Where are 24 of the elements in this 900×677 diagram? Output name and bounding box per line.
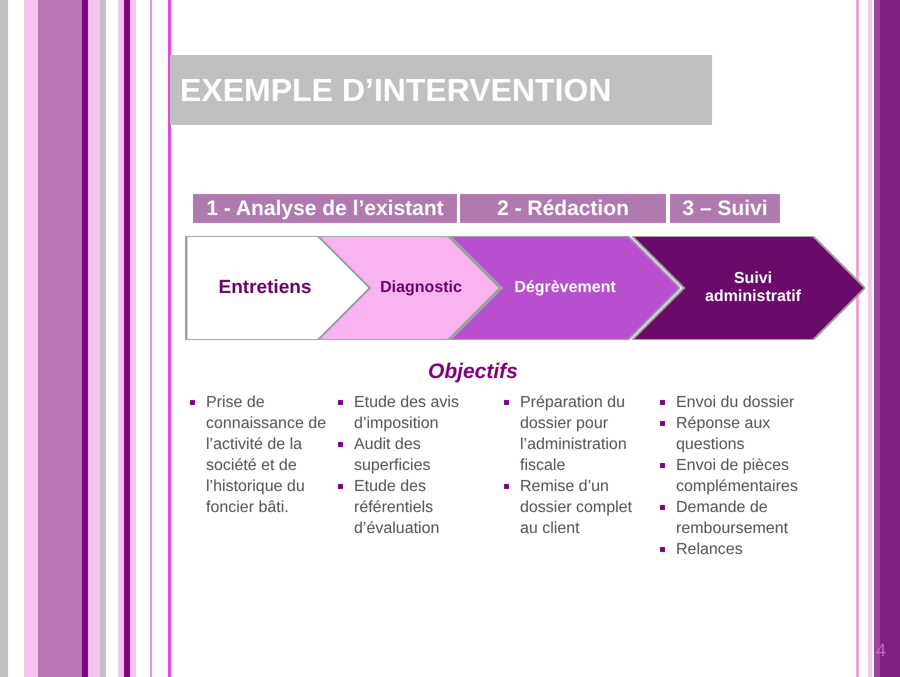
page-number: 4 bbox=[876, 640, 886, 661]
phase-header: 2 - Rédaction bbox=[460, 194, 666, 223]
bullet-item: Envoi de pièces complémentaires bbox=[660, 455, 820, 497]
bullet-item: Envoi du dossier bbox=[660, 392, 820, 413]
bullet-item: Audit des superficies bbox=[338, 434, 488, 476]
step-label: Dégrèvement bbox=[514, 279, 616, 297]
phase-header: 3 – Suivi bbox=[670, 194, 780, 223]
chevron-step bbox=[318, 236, 500, 340]
phase-header: 1 - Analyse de l’existant bbox=[193, 194, 457, 223]
chevron-step bbox=[632, 236, 865, 340]
bullet-item: Etude des avis d’imposition bbox=[338, 392, 488, 434]
step-label: Diagnostic bbox=[380, 279, 462, 297]
chevron-step bbox=[185, 236, 370, 340]
bullet-item: Demande de remboursement bbox=[660, 497, 820, 539]
bullet-item: Relances bbox=[660, 539, 820, 560]
bullet-item: Préparation du dossier pour l’administration fiscale bbox=[504, 392, 649, 476]
title-banner: EXEMPLE D’INTERVENTION bbox=[170, 55, 712, 125]
bullet-item: Etude des référentiels d’évaluation bbox=[338, 476, 488, 539]
section-heading: Objectifs bbox=[428, 360, 518, 384]
step-label: Suivi administratif bbox=[704, 270, 802, 306]
bullet-item: Réponse aux questions bbox=[660, 413, 820, 455]
step-label: Entretiens bbox=[218, 277, 312, 299]
bullet-item: Prise de connaissance de l’activité de la société et de l’historique du foncier bâti. bbox=[190, 392, 338, 518]
bullet-item: Remise d’un dossier complet au client bbox=[504, 476, 649, 539]
